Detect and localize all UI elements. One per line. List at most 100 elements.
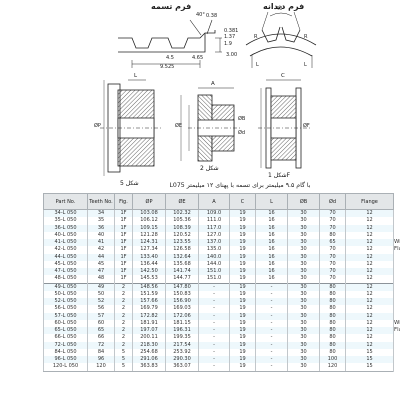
cell-a: 144.0 — [198, 260, 230, 268]
cell-l: - — [255, 341, 288, 349]
cell-part-no: 47-L 050 — [43, 268, 88, 276]
cell-d: 80 — [319, 231, 346, 239]
view-dim-l: L — [134, 73, 138, 79]
cell-p: 363.83 — [132, 363, 166, 372]
cell-teeth-no: 47 — [87, 268, 115, 276]
cell-undefined: 15 — [345, 356, 394, 364]
cell-b: 30 — [287, 246, 320, 254]
cell-fig: 2 — [114, 298, 133, 306]
belt-dim-45: 4.5 — [166, 55, 174, 61]
cell-fig: 5 — [114, 363, 133, 372]
shape-2-label: شکل 2 — [200, 165, 219, 172]
cell-c: 19 — [229, 341, 256, 349]
cell-undefined: 15 — [345, 348, 394, 356]
shape-5-view — [100, 79, 162, 176]
view-dim-c: C — [281, 73, 285, 79]
cell-e: 156.90 — [165, 298, 199, 306]
cell-undefined: 12 — [345, 268, 394, 276]
belt-dim-angle: 40° — [196, 12, 205, 18]
cell-b: 30 — [287, 290, 320, 298]
col-b: ØB — [287, 193, 320, 210]
belt-form-title: فرم تسمه — [151, 2, 192, 11]
cell-teeth-no: 35 — [87, 217, 115, 225]
cell-b: 30 — [287, 209, 320, 218]
col-d: Ød — [319, 193, 346, 210]
cell-c: 19 — [229, 363, 256, 372]
col-p: ØP — [132, 193, 166, 210]
cell-teeth-no: 42 — [87, 246, 115, 254]
col-part-no: Part No. — [43, 193, 88, 210]
belt-dim-300: 3.00 — [226, 52, 238, 58]
cell-teeth-no: 36 — [87, 224, 115, 232]
cell-p: 133.40 — [132, 253, 166, 261]
view-dim-e: ØE — [175, 123, 183, 129]
cell-d: 70 — [319, 275, 346, 283]
cell-d: 80 — [319, 327, 346, 335]
cell-a: 151.0 — [198, 275, 230, 283]
cell-undefined: 12 — [345, 298, 394, 306]
cell-l: - — [255, 363, 288, 372]
cell-l: - — [255, 319, 288, 327]
cell-undefined: 12 — [345, 282, 394, 291]
shape-1f-view — [258, 79, 310, 169]
cell-l: - — [255, 298, 288, 306]
cell-part-no: 40-L 050 — [43, 231, 88, 239]
cell-d: 70 — [319, 260, 346, 268]
cell-e: 150.83 — [165, 290, 199, 298]
cell-fig: 2 — [114, 312, 133, 320]
cell-l: - — [255, 348, 288, 356]
cell-teeth-no: 52 — [87, 298, 115, 306]
shape-2-view — [180, 87, 242, 162]
cell-undefined: 12 — [345, 305, 394, 313]
cell-c: 19 — [229, 305, 256, 313]
cell-p: 254.68 — [132, 348, 166, 356]
cell-undefined: 12 — [345, 246, 394, 254]
cell-d: 65 — [319, 239, 346, 247]
cell-a: - — [198, 348, 230, 356]
cell-c: 19 — [229, 312, 256, 320]
cell-b: 30 — [287, 348, 320, 356]
cell-fig: 2 — [114, 334, 133, 342]
cell-d: 80 — [319, 319, 346, 327]
cell-fig: 1F — [114, 224, 133, 232]
cell-c: 19 — [229, 319, 256, 327]
cell-p: 121.28 — [132, 231, 166, 239]
cell-c: 19 — [229, 268, 256, 276]
cell-p: 142.50 — [132, 268, 166, 276]
cell-d: 70 — [319, 217, 346, 225]
cell-l: - — [255, 305, 288, 313]
cell-d: 80 — [319, 348, 346, 356]
cell-fig: 1F — [114, 260, 133, 268]
cell-b: 30 — [287, 217, 320, 225]
cell-a: 111.0 — [198, 217, 230, 225]
cell-p: 169.79 — [132, 305, 166, 313]
belt-dim-465: 4.65 — [192, 55, 204, 61]
cell-teeth-no: 72 — [87, 341, 115, 349]
caption-text: با گام ۹.۵ میلیمتر برای تسمه با پهنای ۱۲… — [186, 182, 311, 189]
cell-b: 30 — [287, 268, 320, 276]
cell-undefined: 12 — [345, 275, 394, 283]
cell-e: 253.92 — [165, 348, 199, 356]
cell-p: 200.11 — [132, 334, 166, 342]
cell-l: 16 — [255, 239, 288, 247]
cell-b: 30 — [287, 305, 320, 313]
cell-a: - — [198, 290, 230, 298]
cell-p: 291.06 — [132, 356, 166, 364]
cell-c: 19 — [229, 209, 256, 218]
cell-l: 16 — [255, 246, 288, 254]
cell-p: 145.53 — [132, 275, 166, 283]
view-dim-d: Ød — [238, 130, 246, 136]
cell-p: 106.12 — [132, 217, 166, 225]
cell-c: 19 — [229, 217, 256, 225]
cell-e: 135.68 — [165, 260, 199, 268]
cell-e: 105.36 — [165, 217, 199, 225]
cell-fig: 1F — [114, 239, 133, 247]
cell-d: 70 — [319, 246, 346, 254]
